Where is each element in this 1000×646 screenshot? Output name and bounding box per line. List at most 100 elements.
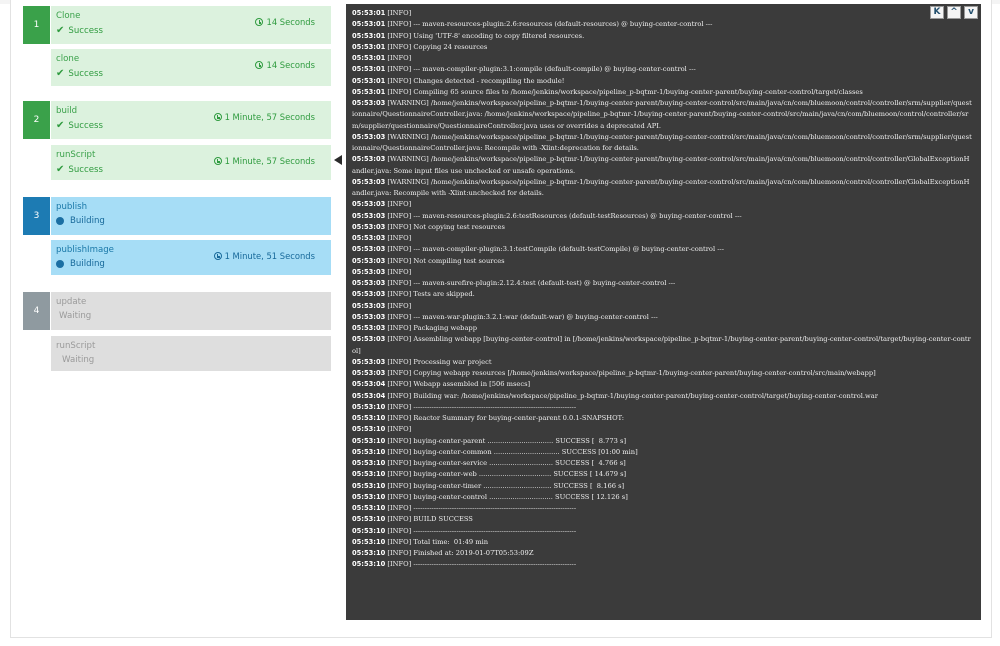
log-timestamp: 05:53:10 xyxy=(352,560,386,569)
scroll-up-button[interactable]: ^ xyxy=(947,6,961,19)
clock-icon xyxy=(255,61,264,69)
step-clone-stage[interactable]: Clone ✔Success 14 Seconds xyxy=(51,6,331,44)
step-runscript-2[interactable]: runScript Waiting xyxy=(51,336,331,371)
log-timestamp: 05:53:03 xyxy=(352,267,386,276)
log-timestamp: 05:53:10 xyxy=(352,402,386,411)
stage-4-number: 4 xyxy=(23,292,50,330)
log-message: [INFO] --- maven-resources-plugin:2.6:te… xyxy=(387,211,742,220)
log-message: [INFO] Copying webapp resources [/home/j… xyxy=(387,369,876,377)
check-icon: ✔ xyxy=(56,25,65,36)
log-message: [WARNING] /home/jenkins/workspace/pipeli… xyxy=(352,132,972,152)
log-timestamp: 05:53:03 xyxy=(352,211,386,220)
log-message: [INFO] buying-center-parent ............… xyxy=(387,436,627,445)
log-timestamp: 05:53:10 xyxy=(352,504,386,512)
log-line: 05:53:03 [INFO] Copying webapp resources… xyxy=(352,368,972,379)
log-line: 05:53:10 [INFO] ------------------------… xyxy=(352,559,972,570)
log-message: [INFO] Building war: /home/jenkins/works… xyxy=(387,391,878,400)
log-line: 05:53:03 [INFO] xyxy=(352,301,972,312)
step-update[interactable]: update Waiting xyxy=(51,292,331,330)
log-timestamp: 05:53:03 xyxy=(352,290,386,299)
log-message: [INFO] Tests are skipped. xyxy=(387,290,475,299)
log-timestamp: 05:53:10 xyxy=(352,425,386,434)
step-name: update xyxy=(56,297,87,307)
log-timestamp: 05:53:10 xyxy=(352,414,386,422)
step-publish[interactable]: publish Building xyxy=(51,197,331,235)
log-message: [INFO] xyxy=(387,54,412,62)
log-timestamp: 05:53:10 xyxy=(352,481,386,490)
step-status: ✔Success xyxy=(56,68,103,79)
clock-icon xyxy=(213,113,222,121)
log-message: [INFO] buying-center-timer .............… xyxy=(387,481,625,490)
log-line: 05:53:10 [INFO] ------------------------… xyxy=(352,526,972,537)
log-line: 05:53:01 [INFO] Compiling 65 source file… xyxy=(352,87,972,98)
log-message: [INFO] xyxy=(387,425,412,434)
log-line: 05:53:10 [INFO] buying-center-parent ...… xyxy=(352,436,972,447)
log-timestamp: 05:53:01 xyxy=(352,65,386,74)
log-line: 05:53:04 [INFO] Webapp assembled in [506… xyxy=(352,379,972,390)
log-timestamp: 05:53:03 xyxy=(352,99,386,107)
log-timestamp: 05:53:03 xyxy=(352,222,386,231)
dot-icon xyxy=(56,260,64,268)
scroll-down-button[interactable]: v xyxy=(964,6,978,19)
step-status: ✔Success xyxy=(56,25,103,36)
log-line: 05:53:10 [INFO] BUILD SUCCESS xyxy=(352,514,972,525)
step-duration: 14 Seconds xyxy=(255,60,315,70)
log-timestamp: 05:53:03 xyxy=(352,132,386,141)
log-line: 05:53:10 [INFO] buying-center-timer ....… xyxy=(352,481,972,492)
log-line: 05:53:03 [WARNING] /home/jenkins/workspa… xyxy=(352,154,972,177)
log-timestamp: 05:53:10 xyxy=(352,459,386,467)
log-timestamp: 05:53:04 xyxy=(352,380,386,389)
log-timestamp: 05:53:03 xyxy=(352,324,386,332)
log-message: [INFO] xyxy=(387,301,412,310)
log-message: [WARNING] /home/jenkins/workspace/pipeli… xyxy=(352,155,970,175)
log-message: [INFO] Using 'UTF-8' encoding to copy fi… xyxy=(387,31,585,40)
step-build[interactable]: build ✔Success 1 Minute, 57 Seconds xyxy=(51,101,331,139)
log-timestamp: 05:53:04 xyxy=(352,391,386,400)
step-publishimage[interactable]: publishImage Building 1 Minute, 51 Secon… xyxy=(51,240,331,275)
step-duration: 1 Minute, 57 Seconds xyxy=(213,112,315,122)
step-clone[interactable]: clone ✔Success 14 Seconds xyxy=(51,49,331,86)
scroll-top-button[interactable]: K xyxy=(930,6,944,19)
log-line: 05:53:10 [INFO] Finished at: 2019-01-07T… xyxy=(352,548,972,559)
selected-step-arrow-icon xyxy=(334,155,342,165)
step-runscript[interactable]: runScript ✔Success 1 Minute, 57 Seconds xyxy=(51,145,331,180)
step-duration: 14 Seconds xyxy=(255,17,315,27)
log-timestamp: 05:53:01 xyxy=(352,76,386,85)
log-line: 05:53:01 [INFO] Copying 24 resources xyxy=(352,42,972,53)
log-line: 05:53:10 [INFO] buying-center-web ......… xyxy=(352,469,972,480)
log-message: [INFO] Not compiling test sources xyxy=(387,256,505,265)
log-timestamp: 05:53:03 xyxy=(352,369,386,377)
log-message: [INFO] Webapp assembled in [506 msecs] xyxy=(387,380,531,389)
log-timestamp: 05:53:03 xyxy=(352,256,386,265)
log-message: [INFO] Assembling webapp [buying-center-… xyxy=(352,335,971,355)
log-console[interactable]: 05:53:01 [INFO]05:53:01 [INFO] --- maven… xyxy=(346,4,981,620)
log-message: [INFO] ---------------------------------… xyxy=(387,526,577,535)
log-message: [INFO] --- maven-war-plugin:3.2.1:war (d… xyxy=(387,312,658,321)
log-message: [INFO] xyxy=(387,234,412,242)
log-message: [INFO] ---------------------------------… xyxy=(387,560,577,569)
log-line: 05:53:03 [INFO] Packaging webapp xyxy=(352,323,972,334)
step-duration: 1 Minute, 57 Seconds xyxy=(213,156,315,166)
log-message: [INFO] xyxy=(387,9,412,17)
log-timestamp: 05:53:03 xyxy=(352,177,386,186)
log-message: [INFO] xyxy=(387,267,412,276)
log-line: 05:53:10 [INFO] buying-center-control ..… xyxy=(352,492,972,503)
log-timestamp: 05:53:03 xyxy=(352,200,386,209)
log-message: [INFO] ---------------------------------… xyxy=(387,504,577,512)
log-timestamp: 05:53:03 xyxy=(352,335,386,344)
check-icon: ✔ xyxy=(56,68,65,79)
log-message: [INFO] buying-center-service ...........… xyxy=(387,459,626,467)
log-timestamp: 05:53:01 xyxy=(352,20,386,29)
log-timestamp: 05:53:01 xyxy=(352,54,386,62)
log-message: [INFO] xyxy=(387,200,412,209)
log-timestamp: 05:53:10 xyxy=(352,515,386,524)
log-line: 05:53:03 [INFO] --- maven-resources-plug… xyxy=(352,211,972,222)
log-timestamp: 05:53:03 xyxy=(352,279,386,287)
log-line: 05:53:01 [INFO] xyxy=(352,8,972,19)
log-message: [INFO] --- maven-resources-plugin:2.6:re… xyxy=(387,20,713,29)
log-line: 05:53:10 [INFO] buying-center-common ...… xyxy=(352,447,972,458)
log-line: 05:53:10 [INFO] Total time: 01:49 min xyxy=(352,537,972,548)
log-message: [WARNING] /home/jenkins/workspace/pipeli… xyxy=(352,99,972,130)
step-status: ✔Success xyxy=(56,164,103,175)
log-timestamp: 05:53:01 xyxy=(352,42,386,51)
